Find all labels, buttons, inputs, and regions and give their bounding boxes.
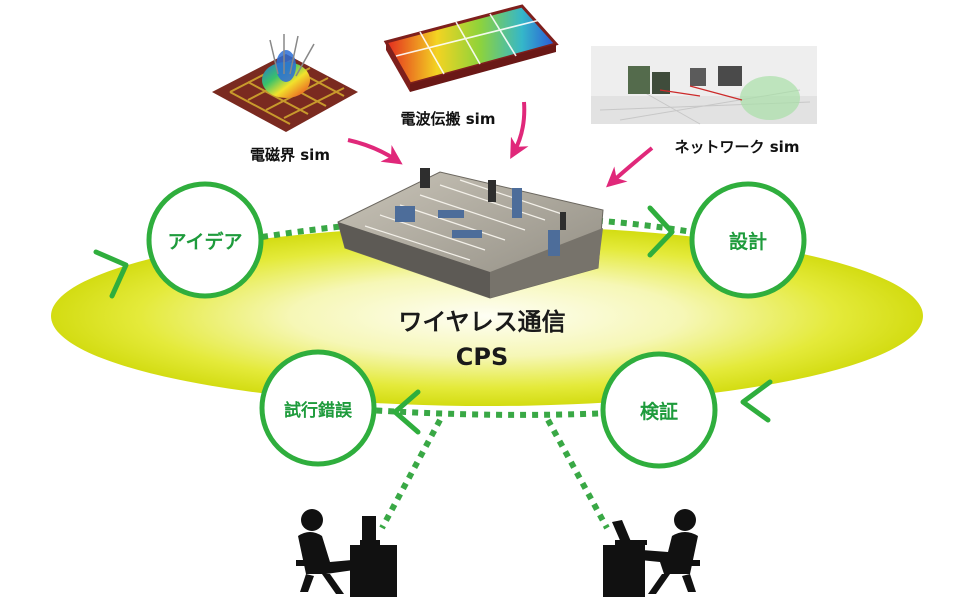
- node-idea: アイデア: [146, 181, 264, 299]
- sim-arrows: [347, 101, 654, 188]
- connector-trial-left-person: [379, 418, 443, 530]
- sim-label-network: ネットワーク sim: [675, 138, 800, 156]
- person-at-laptop-icon: [603, 509, 700, 597]
- center-subtitle: CPS: [456, 343, 509, 371]
- cycle-arrows: [93, 205, 773, 435]
- network-3d-view: [591, 46, 817, 125]
- arrow-propagation-to-building: [510, 101, 529, 160]
- arrow-into-idea: [93, 249, 129, 299]
- person-at-computer-icon: [296, 509, 397, 597]
- node-idea-label: アイデア: [167, 230, 242, 253]
- floor-plan-heatmap: [383, 4, 559, 92]
- connector-trial-right-person: [545, 418, 610, 530]
- arrow-into-trial: [392, 389, 421, 435]
- sim-label-propagation: 電波伝搬 sim: [401, 110, 496, 128]
- arrow-into-verify: [740, 379, 773, 423]
- antenna-array-radiation-pattern: [212, 34, 358, 132]
- sim-label-em: 電磁界 sim: [250, 146, 330, 164]
- arrow-network-to-building: [606, 146, 654, 188]
- node-trial-label: 試行錯誤: [284, 400, 353, 421]
- node-trial: 試行錯誤: [259, 349, 377, 467]
- connector-verify-trial: [367, 407, 611, 418]
- arrow-em-to-building: [347, 138, 403, 165]
- center-title: ワイヤレス通信: [398, 308, 565, 336]
- node-verify: 検証: [600, 351, 718, 469]
- node-design: 設計: [689, 181, 807, 299]
- arrow-into-design: [647, 205, 675, 258]
- building-3d-model-icon: [337, 168, 604, 299]
- connector-idea-design: [261, 214, 693, 240]
- node-design-label: 設計: [729, 230, 767, 253]
- node-verify-label: 検証: [640, 400, 678, 423]
- cycle-connectors: [261, 214, 693, 530]
